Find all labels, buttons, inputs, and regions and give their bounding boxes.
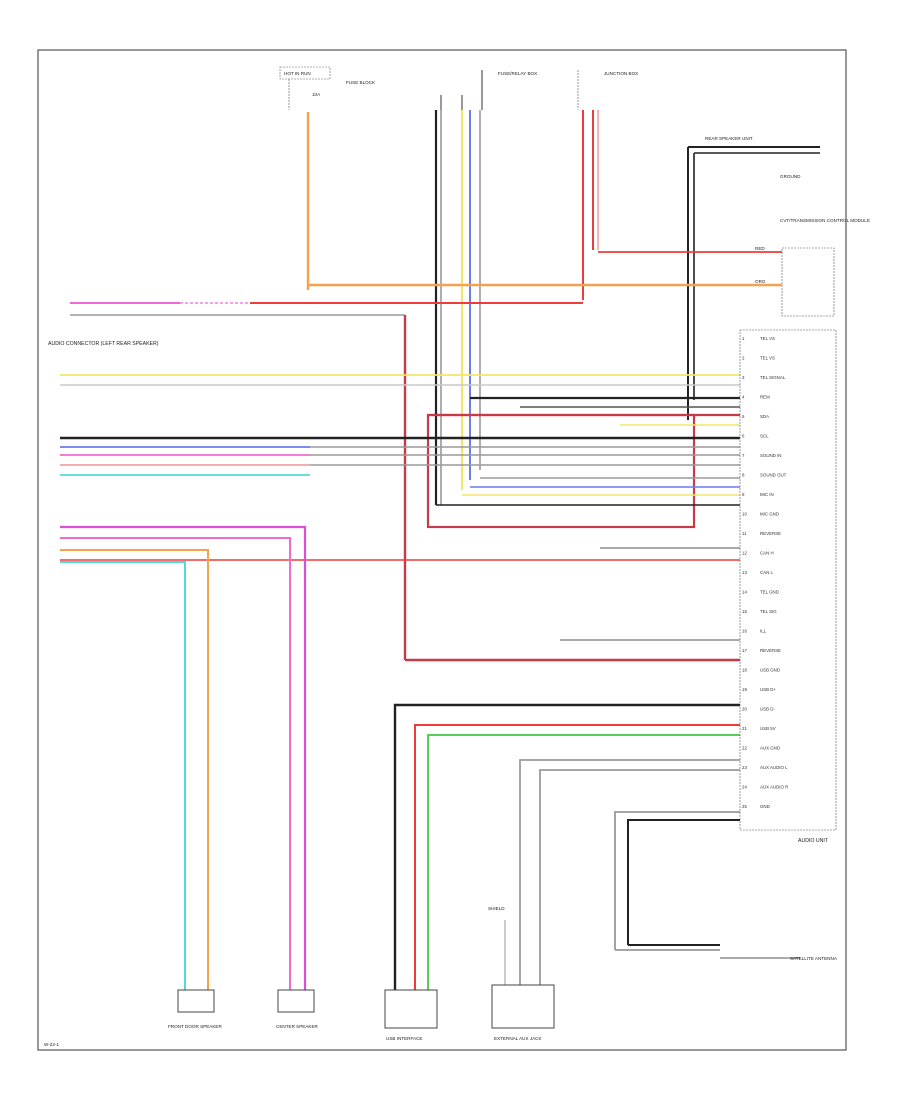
audio-pin-label: GND xyxy=(760,804,770,809)
audio-pin-label: SDA xyxy=(760,414,769,419)
audio-pin-number: 1 xyxy=(742,336,745,341)
audio-pin-label: TEL SIGNAL xyxy=(760,375,786,380)
audio-pin-label: AUX GND xyxy=(760,746,780,751)
audio-pin-label: SOUND IN xyxy=(760,453,781,458)
audio-bus-wires xyxy=(60,374,740,662)
audio-pin-number: 13 xyxy=(742,570,747,575)
left-connector-top: AUDIO CONNECTOR (LEFT REAR SPEAKER) xyxy=(48,302,583,660)
audio-pin-number: 10 xyxy=(742,512,747,517)
ground-label: GROUND xyxy=(780,174,801,179)
audio-pin-label: CAN L xyxy=(760,570,773,575)
audio-pin-number: 5 xyxy=(742,414,745,419)
audio-pin-label: ILL xyxy=(760,629,767,634)
audio-pin-number: 11 xyxy=(742,531,747,536)
audio-pin-label: CAN H xyxy=(760,551,774,556)
audio-pin-label: USB GND xyxy=(760,668,780,673)
audio-pin-number: 22 xyxy=(742,746,747,751)
center-speaker: CENTER SPEAKER xyxy=(276,989,319,1029)
audio-pin-number: 8 xyxy=(742,473,745,478)
rear-audio-label: REAR SPEAKER UNIT xyxy=(705,136,753,141)
page-ref: W-22-1 xyxy=(44,1042,59,1047)
audio-pin-label: REVERSE xyxy=(760,648,781,653)
audio-pin-number: 23 xyxy=(742,765,747,770)
audio-pin-label: USB D+ xyxy=(760,687,776,692)
audio-pin-number: 25 xyxy=(742,804,747,809)
speaker-wires xyxy=(60,525,307,990)
audio-pin-number: 16 xyxy=(742,629,747,634)
wire-label-org-cvt: ORG xyxy=(755,279,766,284)
cvt-module: CVT/TRANSMISSION CONTROL MODULE RED ORG xyxy=(308,218,870,317)
audio-pin-label: MIC GND xyxy=(760,512,779,517)
junction-box: JUNCTION BOX xyxy=(577,70,638,110)
audio-pin-number: 17 xyxy=(742,648,747,653)
audio-pin-label: TEL GND xyxy=(760,590,779,595)
fuse-top-right-label: JUNCTION BOX xyxy=(604,71,638,76)
rear-audio-block: REAR SPEAKER UNIT GROUND xyxy=(687,136,820,420)
audio-pin-label: SOUND OUT xyxy=(760,473,787,478)
left-connector-label: AUDIO CONNECTOR (LEFT REAR SPEAKER) xyxy=(48,341,159,347)
audio-pin-number: 18 xyxy=(742,668,747,673)
external-aux-jack: EXTERNAL AUX JACK SHIELD xyxy=(488,906,555,1041)
usb-interface-label: USB INTERFACE xyxy=(386,1036,423,1041)
audio-pin-label: MIC IN xyxy=(760,492,774,497)
fuse-top-mid-label: FUSE/RELAY BOX xyxy=(498,71,537,76)
audio-pin-label: REM xyxy=(760,395,770,400)
audio-pin-number: 20 xyxy=(742,707,747,712)
audio-pin-number: 12 xyxy=(742,551,747,556)
wire-label-red-cvt: RED xyxy=(755,246,765,251)
diagram-border xyxy=(37,49,847,1051)
audio-pin-label: SCL xyxy=(760,434,769,439)
usb-interface: USB INTERFACE xyxy=(384,989,438,1041)
audio-pin-number: 19 xyxy=(742,687,747,692)
audio-pin-label: USB D- xyxy=(760,707,775,712)
audio-pin-number: 4 xyxy=(742,395,745,400)
satellite-antenna-label: SATELLITE ANTENNA xyxy=(790,956,838,961)
vertical-top-wires xyxy=(306,110,599,505)
audio-pin-number: 6 xyxy=(742,434,745,439)
audio-pin-label: AUX AUDIO L xyxy=(760,765,788,770)
fuse-label: 10A xyxy=(312,92,321,97)
center-speaker-label: CENTER SPEAKER xyxy=(276,1024,319,1029)
audio-pin-label: TEL VS xyxy=(760,356,775,361)
audio-pin-number: 9 xyxy=(742,492,745,497)
audio-pin-label: USB 5V xyxy=(760,726,776,731)
audio-pin-number: 7 xyxy=(742,453,745,458)
audio-pin-number: 2 xyxy=(742,356,745,361)
fuse-relay-box: FUSE/RELAY BOX xyxy=(440,70,537,110)
usb-aux-wires xyxy=(393,703,800,990)
audio-unit-label: AUDIO UNIT xyxy=(798,838,829,844)
front-door-speaker-label: FRONT DOOR SPEAKER xyxy=(168,1024,222,1029)
audio-pin-number: 15 xyxy=(742,609,747,614)
audio-pin-number: 3 xyxy=(742,375,745,380)
front-door-speaker: FRONT DOOR SPEAKER xyxy=(168,989,222,1029)
hot-in-run-label: HOT IN RUN xyxy=(284,71,311,76)
audio-pin-label: TEL VS xyxy=(760,336,775,341)
audio-pin-number: 24 xyxy=(742,785,747,790)
audio-pin-number: 14 xyxy=(742,590,747,595)
fuse-block-label: FUSE BLOCK xyxy=(346,80,376,85)
shield-label: SHIELD xyxy=(488,906,505,911)
audio-pin-label: REVERSE xyxy=(760,531,781,536)
audio-pin-label: AUX AUDIO R xyxy=(760,785,788,790)
cvt-module-label: CVT/TRANSMISSION CONTROL MODULE xyxy=(780,218,870,223)
hot-in-run-fuse: HOT IN RUN 10A FUSE BLOCK xyxy=(279,66,376,110)
audio-pin-number: 21 xyxy=(742,726,747,731)
external-aux-jack-label: EXTERNAL AUX JACK xyxy=(494,1036,543,1041)
satellite-antenna: SATELLITE ANTENNA xyxy=(790,956,838,961)
audio-pin-label: TEL SIG xyxy=(760,609,777,614)
